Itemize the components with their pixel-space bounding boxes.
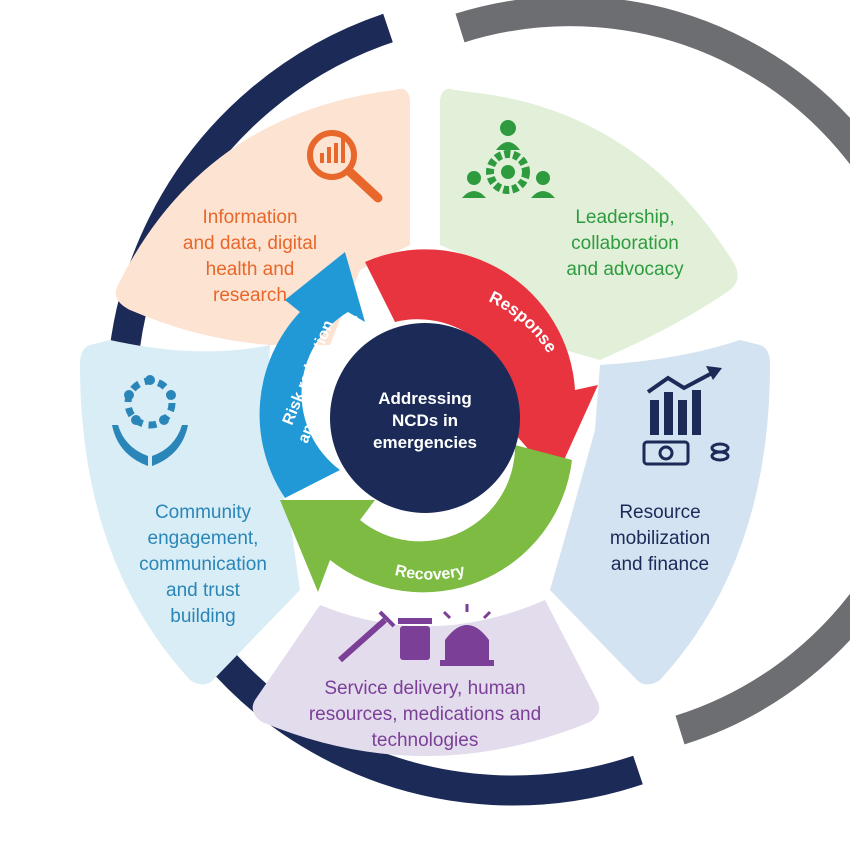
- leadership-line: and advocacy: [566, 259, 684, 280]
- finance-chart-icon: [642, 366, 730, 466]
- community-line: communication: [139, 554, 267, 575]
- information-label: Information and data, digital health and…: [150, 205, 350, 309]
- information-line: and data, digital: [182, 233, 318, 254]
- segment-resource: [550, 340, 770, 685]
- leadership-line: Leadership,: [575, 207, 675, 228]
- leadership-line: collaboration: [571, 233, 679, 254]
- community-label: Community engagement, communication and …: [108, 500, 298, 630]
- service-line: resources, medications and: [308, 704, 542, 725]
- segment-service: [252, 600, 600, 756]
- resource-line: mobilization: [609, 528, 711, 549]
- resource-line: Resource: [619, 502, 701, 523]
- community-line: building: [170, 606, 236, 627]
- strategic-levers-label: Strategic levers: [800, 230, 850, 444]
- operational-levers-label: Operational levers: [0, 239, 45, 491]
- resource-label: Resource mobilization and finance: [565, 500, 755, 578]
- information-line: health and: [205, 259, 295, 280]
- response-arrow: [365, 249, 598, 480]
- service-line: Service delivery, human: [324, 678, 526, 699]
- recovery-label: Recovery: [393, 562, 466, 583]
- community-line: Community: [154, 502, 252, 523]
- service-line: technologies: [371, 730, 479, 751]
- center-disc: [330, 323, 520, 513]
- center-line: Addressing: [378, 389, 472, 408]
- center-line: NCDs in: [391, 411, 459, 430]
- medical-tools-icon: [338, 604, 494, 666]
- recovery-arrow: [280, 445, 572, 593]
- risk-reduction-arrow: [259, 252, 365, 498]
- center-title: Addressing NCDs in emergencies: [340, 388, 510, 454]
- center-line: emergencies: [373, 433, 477, 452]
- strategic-levers-ring: [455, 0, 850, 745]
- resource-line: and finance: [610, 554, 710, 575]
- magnifier-chart-icon: [307, 130, 383, 203]
- segment-community: [80, 340, 300, 685]
- community-line: engagement,: [147, 528, 259, 549]
- information-line: research: [213, 285, 287, 306]
- information-line: Information: [202, 207, 298, 228]
- hands-community-icon: [112, 375, 188, 466]
- leadership-label: Leadership, collaboration and advocacy: [525, 205, 725, 283]
- community-line: and trust: [166, 580, 240, 601]
- team-gear-icon: [462, 120, 555, 198]
- service-label: Service delivery, human resources, medic…: [270, 676, 580, 754]
